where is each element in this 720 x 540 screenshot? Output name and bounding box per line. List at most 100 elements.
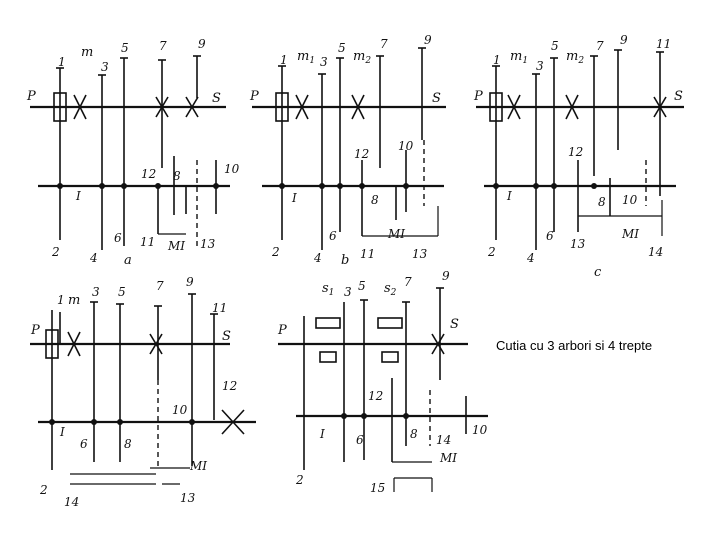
label-15: 15 <box>370 481 385 495</box>
label-11: 11 <box>140 235 155 249</box>
label-11: 11 <box>212 301 227 315</box>
label-c: c <box>594 265 602 280</box>
label-P: P <box>26 89 36 104</box>
label-I: I <box>75 189 81 203</box>
label-m1: m1 <box>297 49 315 66</box>
label-14: 14 <box>648 245 663 259</box>
label-10: 10 <box>224 162 240 176</box>
label-4: 4 <box>89 251 98 265</box>
label-12: 12 <box>354 147 369 161</box>
label-I: I <box>506 189 512 203</box>
label-13: 13 <box>200 237 216 251</box>
label-11: 11 <box>656 37 671 51</box>
label-4: 4 <box>313 251 322 265</box>
label-7: 7 <box>596 39 604 53</box>
label-3: 3 <box>536 59 544 73</box>
label-6: 6 <box>329 229 337 243</box>
label-10: 10 <box>622 193 638 207</box>
label-2: 2 <box>271 245 280 259</box>
label-9: 9 <box>186 275 194 289</box>
label-14: 14 <box>436 433 451 447</box>
label-10: 10 <box>472 423 488 437</box>
label-5: 5 <box>118 285 126 299</box>
label-m: m <box>81 45 93 60</box>
diagram-c: P 1 m1 3 5 m2 7 9 11 S 12 8 10 I 2 4 6 1… <box>473 33 684 280</box>
label-8: 8 <box>410 427 418 441</box>
label-m2: m2 <box>353 49 371 66</box>
label-m2: m2 <box>566 49 584 66</box>
label-1: 1 <box>280 53 288 67</box>
label-3: 3 <box>320 55 328 69</box>
label-S1: s1 <box>322 281 334 298</box>
label-m: m <box>68 293 80 308</box>
label-14: 14 <box>64 495 79 509</box>
label-7: 7 <box>156 279 164 293</box>
diagram-a: P 1 m 3 5 7 9 S 12 8 10 I 2 4 6 11 MI 13… <box>26 37 240 268</box>
label-12: 12 <box>141 167 156 181</box>
label-8: 8 <box>124 437 132 451</box>
label-MI: MI <box>439 451 457 465</box>
label-6: 6 <box>114 231 122 245</box>
label-13: 13 <box>180 491 196 505</box>
label-11: 11 <box>360 247 375 261</box>
label-S: S <box>450 317 459 332</box>
label-P: P <box>30 323 40 338</box>
label-MI: MI <box>189 459 207 473</box>
label-S: S <box>212 91 221 106</box>
label-3: 3 <box>344 285 352 299</box>
label-1: 1 <box>493 53 501 67</box>
label-10: 10 <box>172 403 188 417</box>
label-6: 6 <box>80 437 88 451</box>
label-12: 12 <box>222 379 237 393</box>
label-2: 2 <box>51 245 60 259</box>
label-S: S <box>674 89 683 104</box>
label-3: 3 <box>92 285 100 299</box>
label-9: 9 <box>442 269 450 283</box>
label-5: 5 <box>358 279 366 293</box>
diagram-b: P 1 m1 3 5 m2 7 9 S 12 10 8 I 2 4 6 11 M… <box>249 33 446 268</box>
label-5: 5 <box>338 41 346 55</box>
label-9: 9 <box>198 37 206 51</box>
caption: Cutia cu 3 arbori si 4 trepte <box>496 338 653 353</box>
label-12: 12 <box>368 389 383 403</box>
label-6: 6 <box>356 433 364 447</box>
label-S: S <box>222 329 231 344</box>
label-8: 8 <box>371 193 379 207</box>
label-S2: s2 <box>384 281 397 298</box>
label-1: 1 <box>57 293 65 307</box>
label-7: 7 <box>380 37 388 51</box>
label-P: P <box>249 89 259 104</box>
label-1: 1 <box>58 55 66 69</box>
label-b: b <box>341 253 349 268</box>
label-3: 3 <box>101 60 109 74</box>
label-12: 12 <box>568 145 583 159</box>
label-5: 5 <box>121 41 129 55</box>
label-8: 8 <box>598 195 606 209</box>
label-MI: MI <box>621 227 639 241</box>
label-MI: MI <box>387 227 405 241</box>
label-2: 2 <box>295 473 304 487</box>
label-2: 2 <box>487 245 496 259</box>
label-7: 7 <box>159 39 167 53</box>
label-9: 9 <box>620 33 628 47</box>
label-P: P <box>473 89 483 104</box>
diagram-e: P s1 3 5 s2 7 9 S 12 8 14 10 I 6 MI 2 15 <box>277 269 488 495</box>
diagram-d: P 1 m 3 5 7 9 11 S 12 10 I 6 8 MI 2 14 1… <box>30 275 256 509</box>
label-13: 13 <box>412 247 428 261</box>
label-m1: m1 <box>510 49 528 66</box>
label-9: 9 <box>424 33 432 47</box>
label-13: 13 <box>570 237 586 251</box>
label-8: 8 <box>173 169 181 183</box>
label-I: I <box>319 427 325 441</box>
label-I: I <box>59 425 65 439</box>
label-I: I <box>291 191 297 205</box>
label-S: S <box>432 91 441 106</box>
label-P: P <box>277 323 287 338</box>
label-10: 10 <box>398 139 414 153</box>
label-7: 7 <box>404 275 412 289</box>
label-MI: MI <box>167 239 185 253</box>
label-a: a <box>124 253 132 268</box>
label-2: 2 <box>39 483 48 497</box>
label-6: 6 <box>546 229 554 243</box>
